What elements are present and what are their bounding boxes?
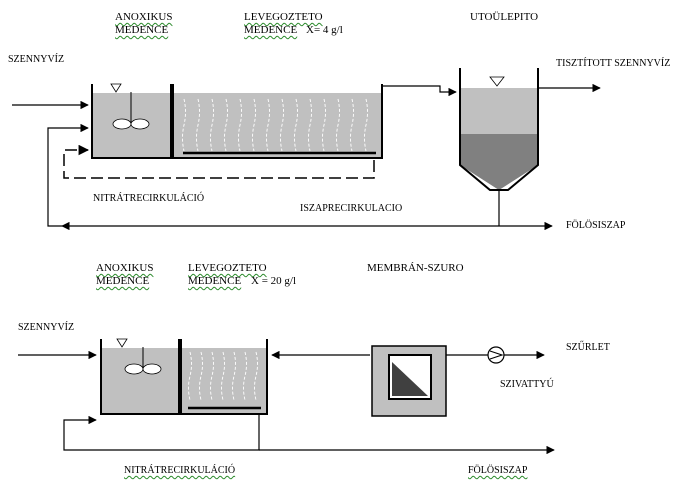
lower-anoxic-label-1: ANOXIKUS bbox=[96, 262, 154, 274]
upper-aeration-label-2: MEDENCE bbox=[244, 24, 298, 36]
lower-mixer-blade-left bbox=[124, 363, 144, 375]
upper-aeration-label-1: LEVEGOZTETO bbox=[244, 11, 323, 23]
lower-filtrate-label: SZŰRLET bbox=[566, 342, 610, 353]
upper-outlet-label: TISZTÍTOTT SZENNYVÍZ bbox=[556, 58, 671, 69]
upper-settler bbox=[459, 68, 539, 191]
upper-aeration-tank bbox=[172, 84, 383, 159]
upper-system bbox=[12, 68, 601, 231]
lower-membrane-label: MEMBRÁN-SZURO bbox=[367, 262, 464, 274]
lower-anoxic-tank bbox=[100, 338, 180, 415]
lower-nitrate-recirc-label: NITRÁTRECIRKULÁCIÓ bbox=[124, 465, 236, 476]
lower-aeration-label-2: MEDENCE bbox=[188, 275, 242, 287]
lower-air-bubbles bbox=[188, 351, 258, 401]
lower-anoxic-water-level-icon bbox=[116, 338, 128, 348]
lower-nitrate-recirc-line bbox=[63, 414, 260, 451]
upper-sludge-recirc-line bbox=[47, 123, 89, 227]
lower-concentration-label: X = 20 g/l bbox=[251, 275, 297, 287]
lower-pump-label: SZIVATTYÚ bbox=[500, 379, 554, 390]
lower-aeration-tank bbox=[180, 339, 268, 415]
upper-air-bubbles bbox=[182, 98, 368, 152]
upper-excess-sludge-label: FÖLÖSISZAP bbox=[566, 220, 626, 231]
lower-anoxic-label-2: MEDENCE bbox=[96, 275, 150, 287]
lower-mixer-blade-right bbox=[142, 363, 162, 375]
lower-excess-sludge-label: FÖLÖSISZAP bbox=[468, 465, 528, 476]
upper-mixer-blade-left bbox=[112, 118, 132, 130]
lower-membrane-module bbox=[371, 345, 447, 417]
upper-mixer-blade-right bbox=[130, 118, 150, 130]
upper-anoxic-tank bbox=[91, 83, 172, 159]
upper-concentration-label: X= 4 g/l bbox=[306, 24, 343, 36]
lower-inlet-label: SZENNYVÍZ bbox=[18, 322, 75, 333]
upper-settler-water-level-icon bbox=[489, 76, 505, 87]
upper-inlet-label: SZENNYVÍZ bbox=[8, 54, 65, 65]
pump-icon bbox=[487, 346, 505, 364]
upper-transfer-line bbox=[382, 85, 457, 97]
upper-sludge-recirc-label: ISZAPRECIRKULACIO bbox=[300, 203, 403, 214]
upper-settler-label: UTOÜLEPITO bbox=[470, 11, 539, 23]
upper-nitrate-recirc-line bbox=[63, 144, 375, 179]
upper-nitrate-recirc-label: NITRÁTRECIRKULÁCIÓ bbox=[93, 193, 205, 204]
upper-anoxic-label-1: ANOXIKUS bbox=[115, 11, 173, 23]
lower-aeration-label-1: LEVEGOZTETO bbox=[188, 262, 267, 274]
upper-anoxic-water-level-icon bbox=[110, 83, 122, 93]
upper-anoxic-label-2: MEDENCE bbox=[115, 24, 169, 36]
lower-system bbox=[18, 338, 555, 455]
